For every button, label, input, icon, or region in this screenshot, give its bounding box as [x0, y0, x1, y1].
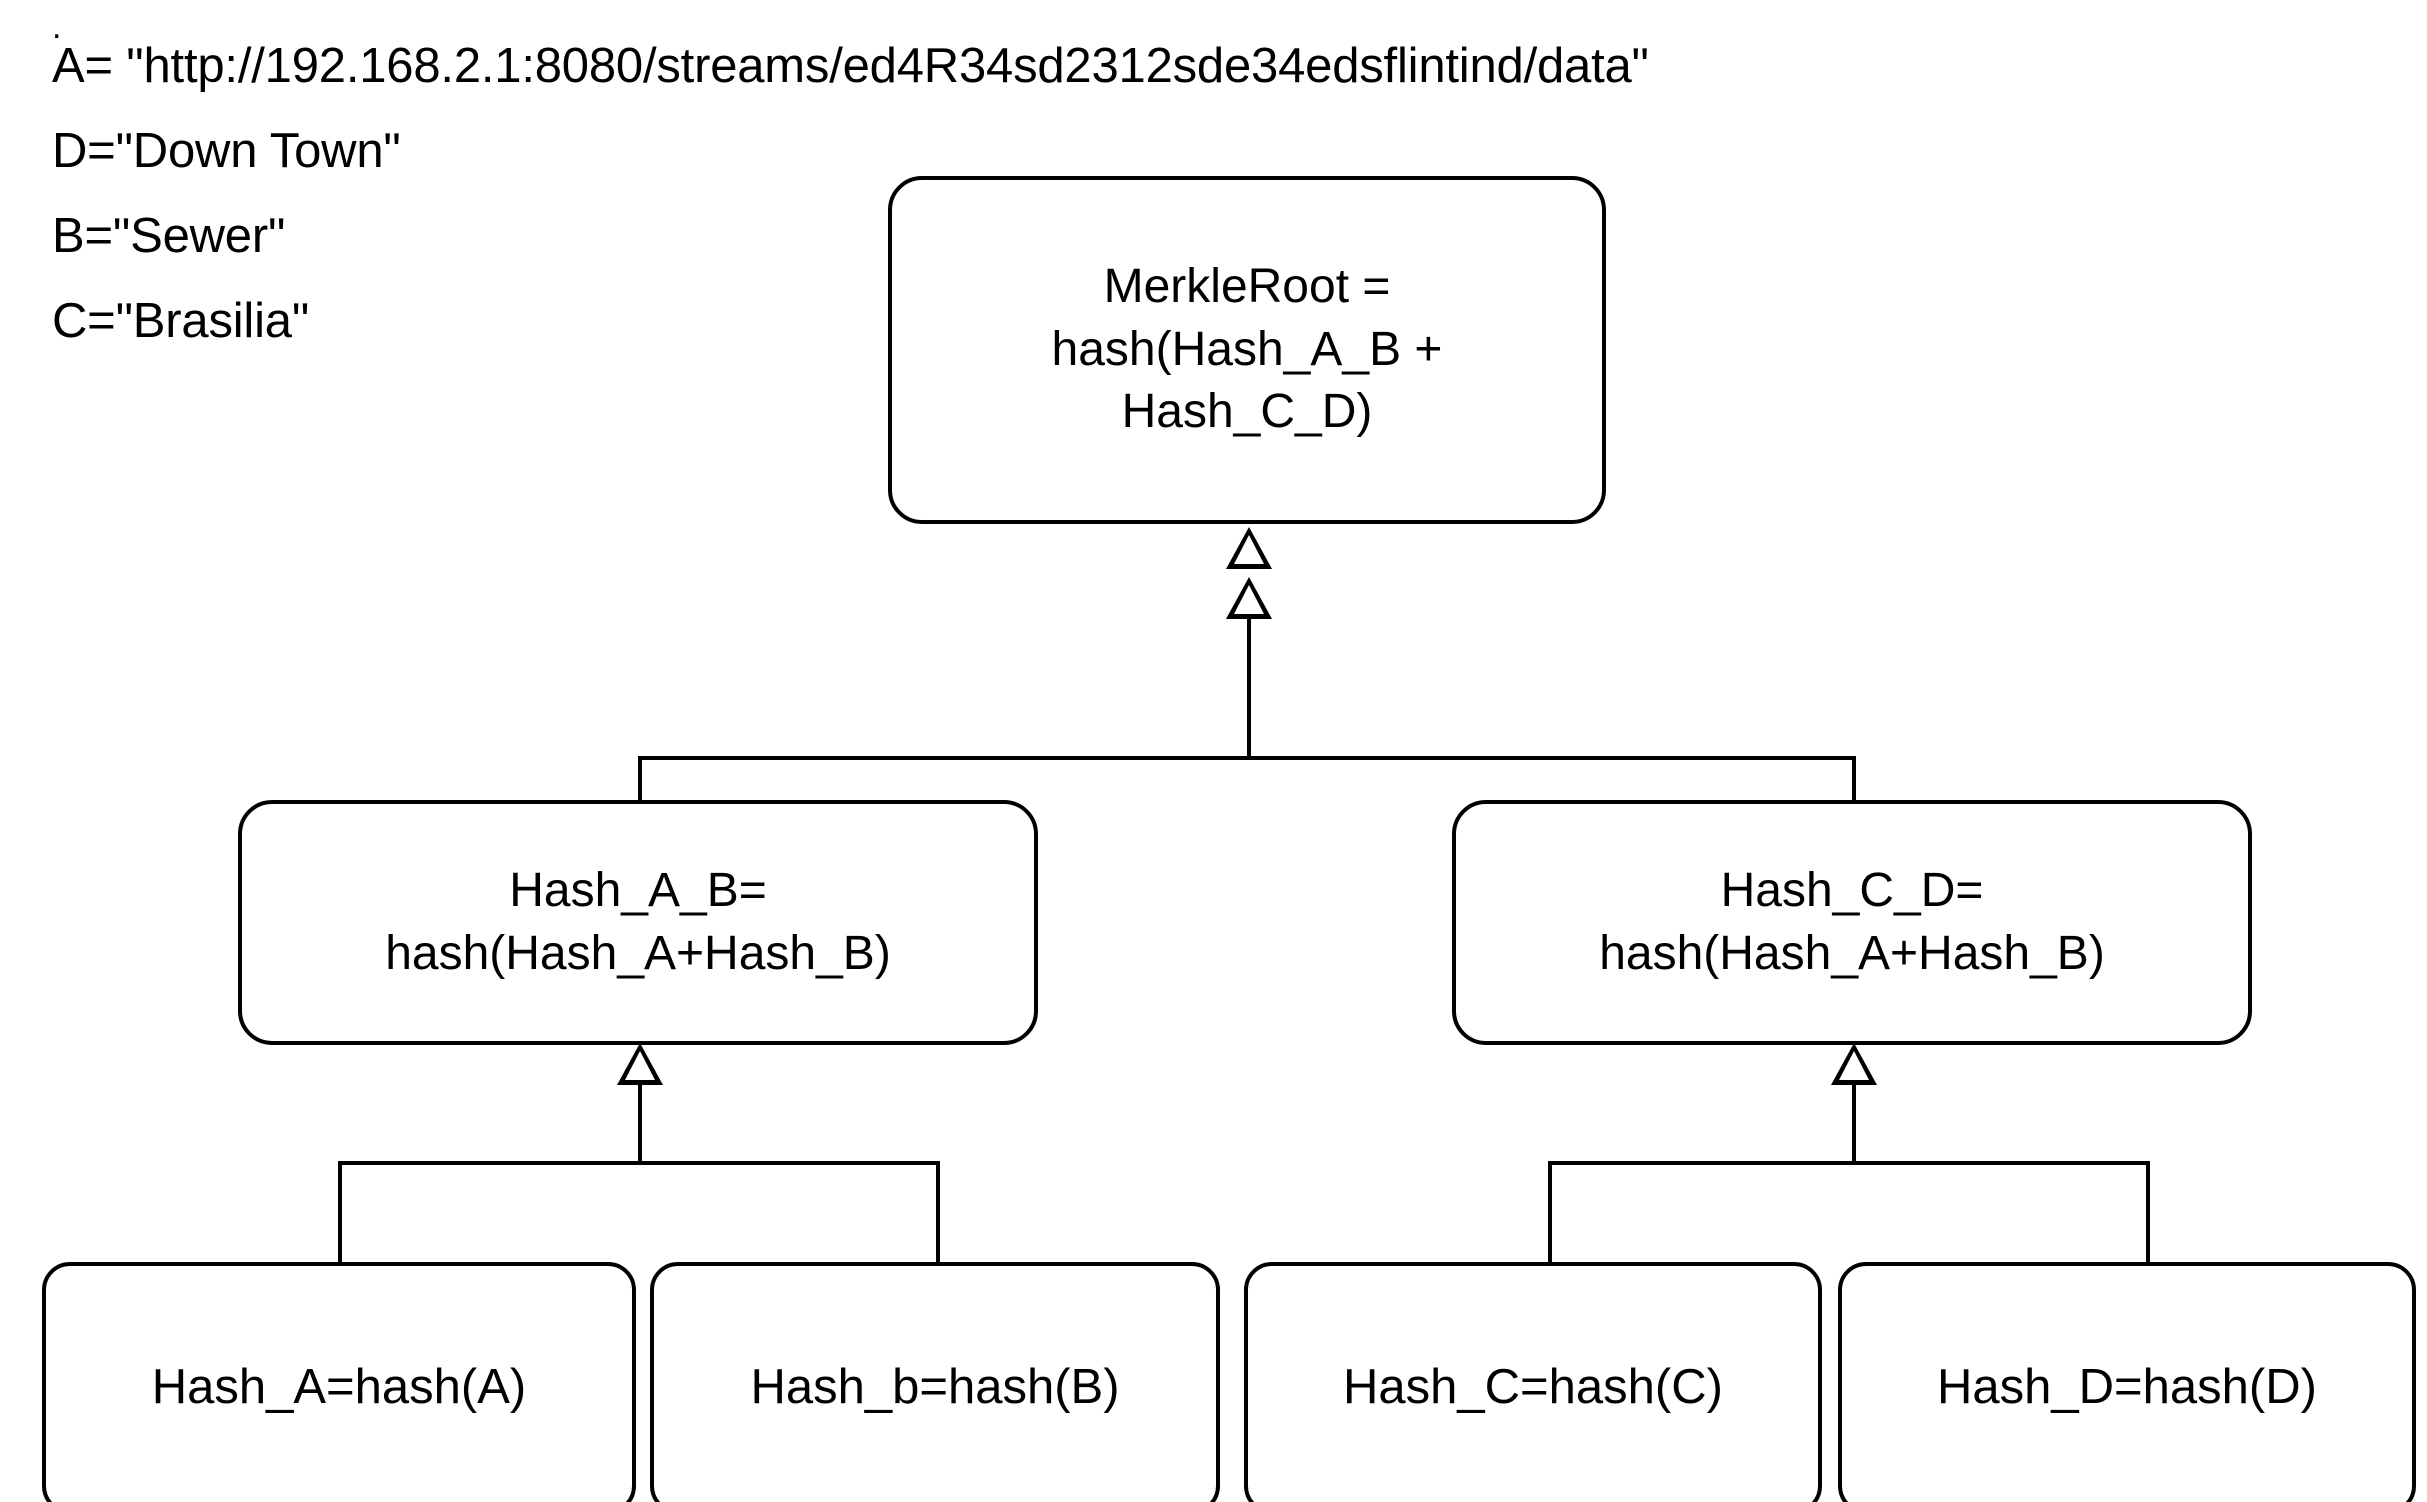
connector-hash-a-b-stem [638, 1085, 642, 1165]
node-hash-b-label: Hash_b=hash(B) [750, 1360, 1120, 1415]
node-hash-b[interactable]: Hash_b=hash(B) [650, 1262, 1220, 1502]
node-hash-a-label: Hash_A=hash(A) [151, 1360, 527, 1415]
connector-hash-c-d-stem [1852, 1085, 1856, 1165]
node-hash-c-d-line-1: Hash_C_D= [1720, 864, 1984, 918]
arrowhead-root-lower-icon [1226, 577, 1272, 619]
connector-bus-to-hash-c [1548, 1161, 1552, 1266]
definition-d: D="Down Town" [52, 124, 401, 178]
definition-c: C="Brasilia" [52, 294, 310, 348]
definition-b: B="Sewer" [52, 209, 286, 263]
node-hash-a-b-line-1: Hash_A_B= [509, 864, 767, 918]
node-merkle-root[interactable]: MerkleRoot = hash(Hash_A_B + Hash_C_D) [888, 176, 1606, 524]
arrowhead-hash-c-d-icon [1831, 1043, 1877, 1085]
node-hash-c-d[interactable]: Hash_C_D= hash(Hash_A+Hash_B) [1452, 800, 2252, 1045]
leading-dot: . [52, 8, 62, 46]
arrowhead-hash-a-b-icon [617, 1043, 663, 1085]
node-hash-c-label: Hash_C=hash(C) [1343, 1360, 1723, 1415]
node-hash-a-b-line-2: hash(Hash_A+Hash_B) [385, 926, 891, 980]
node-merkle-root-line-1: MerkleRoot = [1103, 260, 1391, 314]
node-hash-c-d-line-2: hash(Hash_A+Hash_B) [1599, 926, 2105, 980]
connector-bus-to-hash-d [2146, 1161, 2150, 1266]
connector-root-stem [1247, 600, 1251, 760]
node-hash-a[interactable]: Hash_A=hash(A) [42, 1262, 636, 1502]
node-hash-d-label: Hash_D=hash(D) [1937, 1360, 2317, 1415]
node-merkle-root-line-2: hash(Hash_A_B + [1051, 322, 1443, 376]
connector-bus-to-hash-a-b [638, 756, 642, 808]
definition-a: A= "http://192.168.2.1:8080/streams/ed4R… [52, 39, 1649, 93]
connector-branch-bus [640, 756, 1856, 760]
connector-bus-to-hash-c-d [1852, 756, 1856, 808]
node-hash-a-b[interactable]: Hash_A_B= hash(Hash_A+Hash_B) [238, 800, 1038, 1045]
connector-leaf-bus-right [1550, 1161, 2150, 1165]
node-hash-c[interactable]: Hash_C=hash(C) [1244, 1262, 1822, 1502]
legend-definitions: . A= "http://192.168.2.1:8080/streams/ed… [52, 8, 1649, 348]
connector-bus-to-hash-b [936, 1161, 940, 1266]
connector-bus-to-hash-a [338, 1161, 342, 1266]
node-hash-d[interactable]: Hash_D=hash(D) [1838, 1262, 2416, 1502]
connector-leaf-bus-left [340, 1161, 940, 1165]
arrowhead-root-upper-icon [1226, 527, 1272, 569]
node-merkle-root-line-3: Hash_C_D) [1121, 385, 1373, 439]
